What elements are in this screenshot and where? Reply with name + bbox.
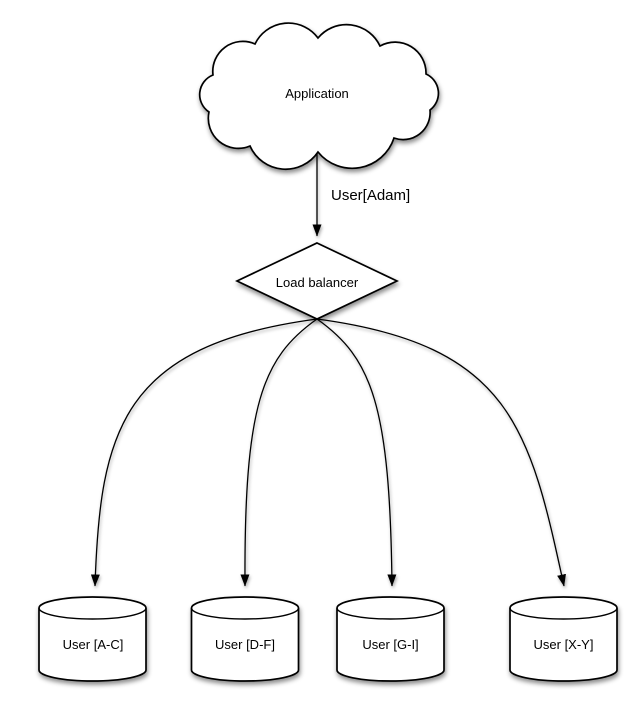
cylinder-rim xyxy=(336,607,445,620)
cylinder-rim xyxy=(38,607,147,620)
node-application xyxy=(198,22,440,171)
node-shard-4-label: User [X-Y] xyxy=(534,637,594,652)
edge-user-adam-label: User[Adam] xyxy=(331,187,410,204)
node-load-balancer-label: Load balancer xyxy=(276,275,359,290)
edge-load-balancer-to-shard-2 xyxy=(240,318,318,587)
node-application-label: Application xyxy=(285,86,349,101)
node-shard-1-label: User [A-C] xyxy=(63,637,124,652)
edge-load-balancer-to-shard-1 xyxy=(90,318,318,587)
cloud-icon xyxy=(198,22,440,171)
node-shard-2 xyxy=(190,596,300,682)
cylinder-rim xyxy=(190,607,300,620)
edge-load-balancer-to-shard-4 xyxy=(316,318,566,587)
node-shard-4 xyxy=(509,596,618,682)
node-shard-2-label: User [D-F] xyxy=(215,637,275,652)
node-shard-1 xyxy=(38,596,147,682)
edges-group xyxy=(90,154,566,587)
diamond-icon xyxy=(235,242,399,320)
edge-load-balancer-to-shard-3 xyxy=(316,318,397,587)
node-shard-3-label: User [G-I] xyxy=(362,637,418,652)
node-shard-3 xyxy=(336,596,445,682)
cylinder-rim xyxy=(509,607,618,620)
node-load-balancer xyxy=(235,242,399,320)
